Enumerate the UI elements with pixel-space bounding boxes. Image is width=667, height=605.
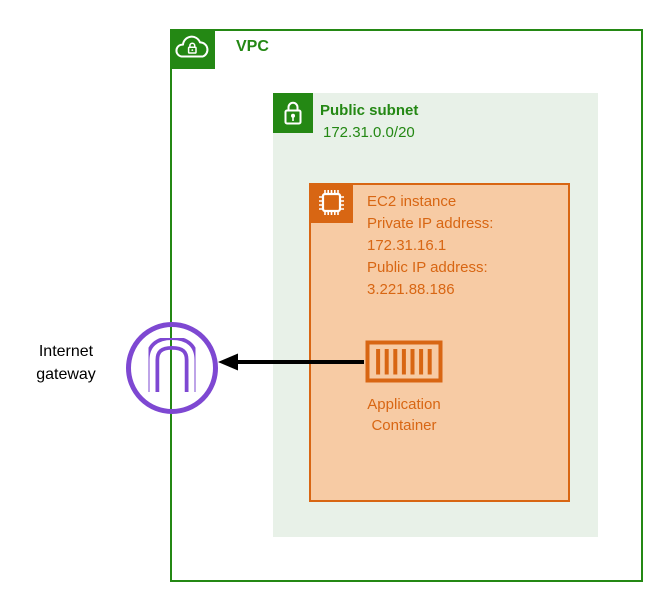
application-container-label: Application Container [367,396,441,434]
internet-gateway-icon [122,318,222,418]
internet-gateway-label: Internet gateway [36,343,96,383]
ec2-private-ip-value: 172.31.16.1 [367,237,447,254]
ec2-chip-icon [309,183,353,223]
public-subnet-cidr: 172.31.0.0/20 [323,124,415,141]
public-subnet-label: Public subnet [320,102,419,119]
ec2-private-ip-label: Private IP address: [367,215,494,232]
left-arrow [212,348,368,376]
ec2-instance-title: EC2 instance [367,193,457,210]
vpc-boundary [170,29,643,582]
ec2-public-ip-value: 3.221.88.186 [367,281,455,298]
application-container-icon [365,340,443,383]
vpc-cloud-lock-icon [170,29,215,69]
ec2-instance-details: EC2 instance Private IP address: 172.31.… [367,191,562,301]
ec2-public-ip-label: Public IP address: [367,259,488,276]
vpc-label: VPC [236,38,269,55]
public-subnet-padlock-icon [273,93,313,133]
